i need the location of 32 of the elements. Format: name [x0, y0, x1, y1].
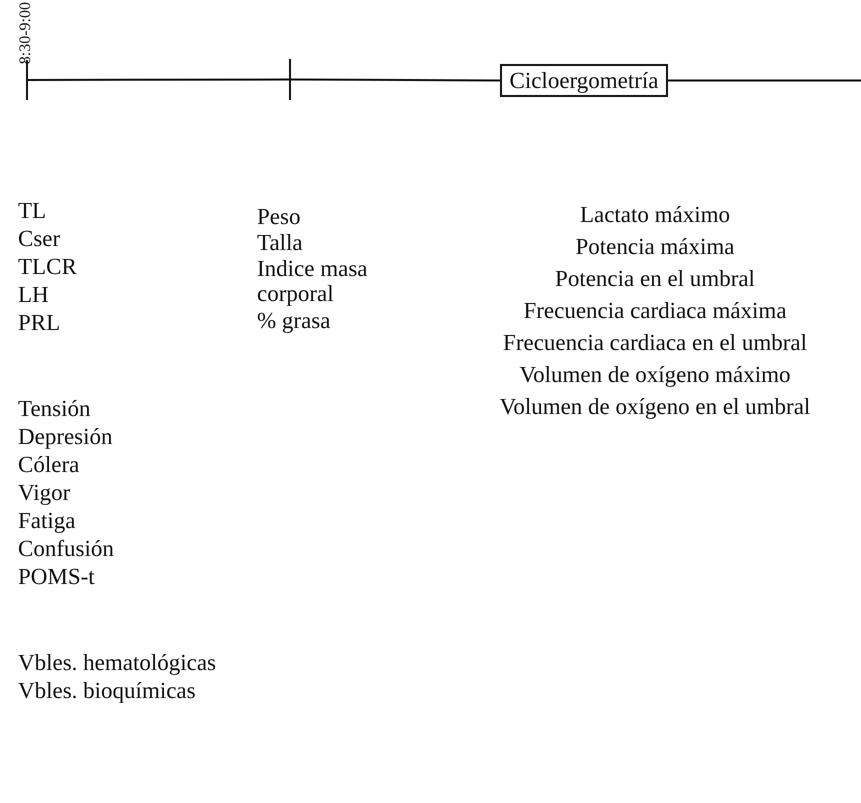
variable-label: Potencia máxima — [574, 234, 736, 260]
variable-label: Potencia en el umbral — [554, 266, 756, 292]
variable-label: TL — [18, 198, 46, 224]
variable-label: Vigor — [18, 480, 70, 506]
variable-label: Confusión — [18, 536, 114, 562]
variable-label: Fatiga — [18, 508, 76, 534]
variable-label: Vbles. bioquímicas — [18, 678, 196, 704]
variable-label: Cser — [18, 226, 60, 252]
variable-label: Vbles. hematológicas — [18, 650, 216, 676]
variable-label: Depresión — [18, 424, 113, 450]
variable-label: Indice masa corporal — [257, 256, 368, 307]
time-label: 8:30-9:00 — [18, 2, 34, 64]
tick-mark — [26, 60, 28, 100]
process-box: Cicloergometría — [500, 64, 668, 97]
variable-label: LH — [18, 282, 49, 308]
timeline-line — [668, 80, 861, 82]
variable-label: Peso — [257, 204, 302, 230]
variable-label: Tensión — [18, 396, 90, 422]
variable-label: Lactato máximo — [578, 202, 732, 228]
timeline-line — [28, 78, 289, 81]
timeline-line — [291, 78, 500, 82]
variable-label: Volumen de oxígeno en el umbral — [498, 394, 812, 420]
variable-label: TLCR — [18, 254, 77, 280]
variable-label: POMS-t — [18, 564, 95, 590]
tick-mark — [289, 59, 291, 100]
variable-label: Frecuencia cardiaca máxima — [522, 298, 788, 324]
variable-label: Volumen de oxígeno máximo — [518, 362, 792, 388]
variable-label: % grasa — [257, 308, 332, 334]
variable-label: Talla — [257, 230, 304, 256]
variable-label: Cólera — [18, 452, 80, 478]
variable-label: PRL — [18, 310, 60, 336]
variable-label: Frecuencia cardiaca en el umbral — [502, 330, 808, 356]
